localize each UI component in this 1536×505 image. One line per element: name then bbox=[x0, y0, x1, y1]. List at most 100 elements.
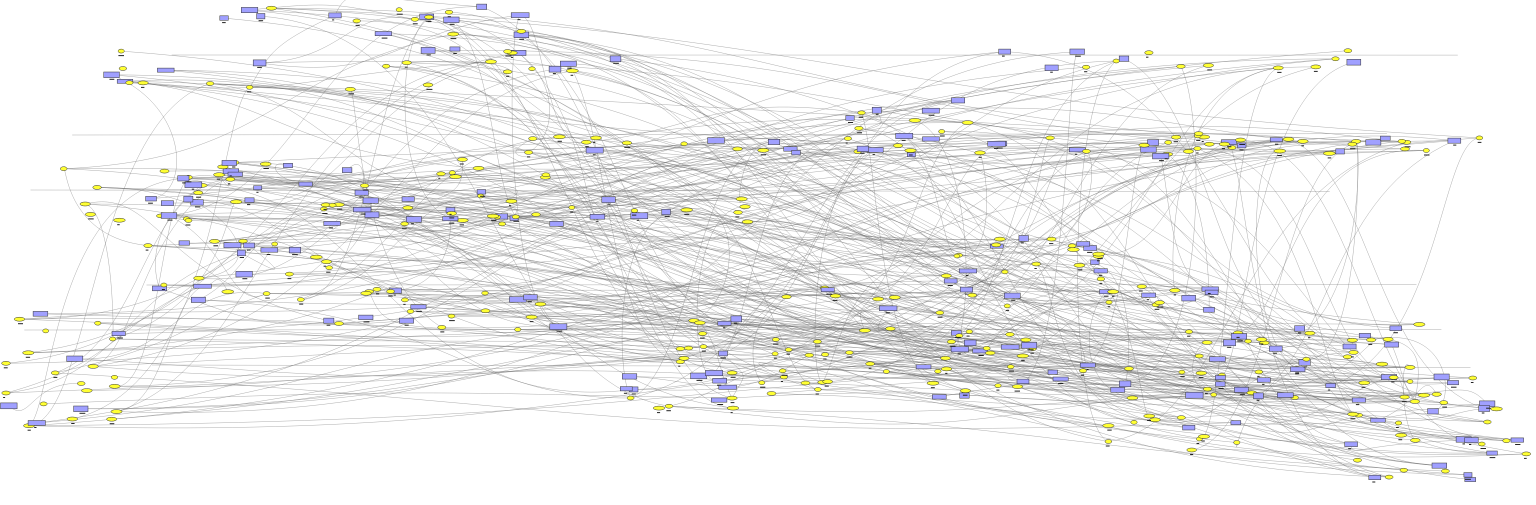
ellipse-node-icon[interactable] bbox=[262, 291, 271, 296]
rectangle-node-icon[interactable] bbox=[1223, 339, 1236, 347]
ellipse-node-icon[interactable] bbox=[1272, 65, 1284, 71]
rectangle-node-icon[interactable] bbox=[950, 346, 969, 353]
rectangle-node-icon[interactable] bbox=[1185, 391, 1204, 399]
ellipse-node-icon[interactable] bbox=[1182, 149, 1194, 154]
ellipse-node-icon[interactable] bbox=[1210, 392, 1217, 397]
ellipse-node-icon[interactable] bbox=[566, 68, 579, 74]
rectangle-node-icon[interactable] bbox=[1380, 135, 1391, 141]
rectangle-node-icon[interactable] bbox=[1076, 241, 1090, 247]
ellipse-node-icon[interactable] bbox=[940, 273, 952, 279]
rectangle-node-icon[interactable] bbox=[364, 211, 380, 218]
ellipse-node-icon[interactable] bbox=[160, 282, 168, 288]
rectangle-node-icon[interactable] bbox=[184, 181, 203, 188]
ellipse-node-icon[interactable] bbox=[498, 221, 506, 227]
ellipse-node-icon[interactable] bbox=[1112, 58, 1120, 64]
ellipse-node-icon[interactable] bbox=[694, 320, 706, 326]
ellipse-node-icon[interactable] bbox=[1031, 261, 1041, 267]
rectangle-node-icon[interactable] bbox=[1181, 295, 1196, 302]
ellipse-node-icon[interactable] bbox=[334, 321, 344, 326]
ellipse-node-icon[interactable] bbox=[991, 242, 1002, 248]
ellipse-node-icon[interactable] bbox=[804, 352, 814, 358]
ellipse-node-icon[interactable] bbox=[630, 208, 639, 213]
ellipse-node-icon[interactable] bbox=[1176, 415, 1186, 420]
ellipse-node-icon[interactable] bbox=[531, 212, 541, 217]
ellipse-node-icon[interactable] bbox=[885, 326, 896, 331]
ellipse-node-icon[interactable] bbox=[935, 310, 945, 315]
ellipse-node-icon[interactable] bbox=[1395, 420, 1402, 426]
ellipse-node-icon[interactable] bbox=[480, 308, 491, 314]
rectangle-node-icon[interactable] bbox=[237, 249, 246, 257]
ellipse-node-icon[interactable] bbox=[1282, 137, 1295, 142]
rectangle-node-icon[interactable] bbox=[768, 139, 780, 145]
ellipse-node-icon[interactable] bbox=[772, 337, 780, 342]
rectangle-node-icon[interactable] bbox=[620, 386, 633, 392]
rectangle-node-icon[interactable] bbox=[1237, 142, 1247, 149]
ellipse-node-icon[interactable] bbox=[1273, 148, 1286, 154]
ellipse-node-icon[interactable] bbox=[1082, 64, 1091, 70]
ellipse-node-icon[interactable] bbox=[1130, 420, 1138, 425]
rectangle-node-icon[interactable] bbox=[227, 171, 243, 177]
ellipse-node-icon[interactable] bbox=[1399, 467, 1408, 473]
rectangle-node-icon[interactable] bbox=[1234, 386, 1249, 393]
ellipse-node-icon[interactable] bbox=[447, 31, 460, 37]
ellipse-node-icon[interactable] bbox=[437, 325, 447, 330]
rectangle-node-icon[interactable] bbox=[1433, 373, 1450, 381]
ellipse-node-icon[interactable] bbox=[1079, 368, 1087, 373]
rectangle-node-icon[interactable] bbox=[705, 370, 723, 376]
rectangle-node-icon[interactable] bbox=[449, 46, 461, 52]
ellipse-node-icon[interactable] bbox=[106, 416, 118, 422]
ellipse-node-icon[interactable] bbox=[568, 205, 576, 210]
ellipse-node-icon[interactable] bbox=[1003, 303, 1011, 309]
ellipse-node-icon[interactable] bbox=[982, 346, 991, 351]
ellipse-node-icon[interactable] bbox=[926, 380, 940, 386]
ellipse-node-icon[interactable] bbox=[1204, 141, 1215, 147]
rectangle-node-icon[interactable] bbox=[960, 286, 973, 293]
rectangle-node-icon[interactable] bbox=[1427, 408, 1439, 415]
ellipse-node-icon[interactable] bbox=[484, 59, 497, 64]
ellipse-node-icon[interactable] bbox=[424, 14, 434, 20]
rectangle-node-icon[interactable] bbox=[958, 268, 977, 274]
ellipse-node-icon[interactable] bbox=[297, 297, 305, 302]
ellipse-node-icon[interactable] bbox=[1045, 135, 1055, 141]
ellipse-node-icon[interactable] bbox=[457, 157, 468, 162]
ellipse-node-icon[interactable] bbox=[1382, 337, 1394, 342]
rectangle-node-icon[interactable] bbox=[190, 199, 204, 206]
ellipse-node-icon[interactable] bbox=[1193, 146, 1202, 151]
ellipse-node-icon[interactable] bbox=[1138, 142, 1150, 148]
ellipse-node-icon[interactable] bbox=[857, 110, 866, 116]
rectangle-node-icon[interactable] bbox=[1118, 55, 1130, 62]
ellipse-node-icon[interactable] bbox=[1395, 432, 1408, 438]
ellipse-node-icon[interactable] bbox=[985, 350, 996, 356]
rectangle-node-icon[interactable] bbox=[362, 197, 379, 204]
ellipse-node-icon[interactable] bbox=[1468, 375, 1478, 381]
rectangle-node-icon[interactable] bbox=[895, 133, 914, 139]
ellipse-node-icon[interactable] bbox=[1201, 340, 1213, 345]
rectangle-node-icon[interactable] bbox=[1203, 307, 1215, 313]
ellipse-node-icon[interactable] bbox=[110, 375, 119, 380]
ellipse-node-icon[interactable] bbox=[940, 355, 951, 361]
ellipse-node-icon[interactable] bbox=[843, 136, 852, 141]
ellipse-node-icon[interactable] bbox=[110, 409, 123, 414]
ellipse-node-icon[interactable] bbox=[382, 63, 391, 69]
rectangle-node-icon[interactable] bbox=[951, 97, 965, 104]
rectangle-node-icon[interactable] bbox=[560, 60, 577, 67]
rectangle-node-icon[interactable] bbox=[476, 3, 487, 10]
rectangle-node-icon[interactable] bbox=[1269, 345, 1283, 352]
rectangle-node-icon[interactable] bbox=[161, 200, 174, 206]
ellipse-node-icon[interactable] bbox=[505, 198, 518, 204]
rectangle-node-icon[interactable] bbox=[718, 350, 728, 357]
rectangle-node-icon[interactable] bbox=[609, 55, 622, 63]
rectangle-node-icon[interactable] bbox=[1079, 362, 1096, 368]
ellipse-node-icon[interactable] bbox=[908, 118, 922, 123]
rectangle-node-icon[interactable] bbox=[1335, 148, 1345, 155]
rectangle-node-icon[interactable] bbox=[1152, 153, 1170, 160]
rectangle-node-icon[interactable] bbox=[1119, 380, 1132, 388]
ellipse-node-icon[interactable] bbox=[541, 172, 551, 178]
ellipse-node-icon[interactable] bbox=[259, 161, 272, 167]
ellipse-node-icon[interactable] bbox=[108, 384, 121, 389]
rectangle-node-icon[interactable] bbox=[1209, 356, 1226, 362]
rectangle-node-icon[interactable] bbox=[219, 15, 229, 21]
rectangle-node-icon[interactable] bbox=[252, 59, 267, 67]
ellipse-node-icon[interactable] bbox=[400, 221, 409, 227]
ellipse-node-icon[interactable] bbox=[372, 287, 382, 292]
